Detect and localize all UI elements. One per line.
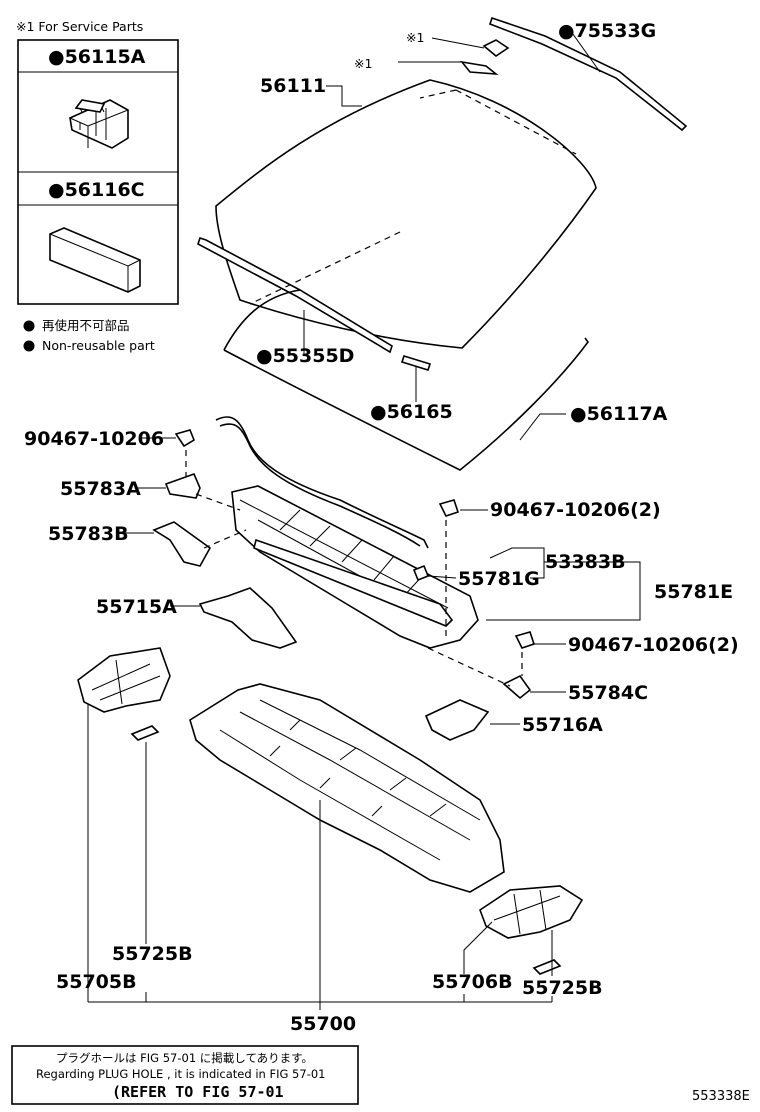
service-item-56116C: ●56116C (48, 179, 145, 201)
label-55781G: 55781G (458, 568, 540, 590)
dash-panel-assembly (77, 647, 584, 975)
label-55783B: 55783B (48, 523, 129, 545)
panel-55715A (198, 587, 298, 649)
legend: 再使用不可部品 Non-reusable part (23, 318, 155, 353)
label-53383B: 53383B (545, 551, 626, 573)
label-55706B: 55706B (432, 971, 513, 993)
label-75533G: ●75533G (558, 20, 656, 42)
label-55716A: 55716A (522, 714, 603, 736)
label-90467-a: 90467-10206 (24, 428, 164, 450)
dash-leaders (87, 704, 553, 1010)
legend-en: Non-reusable part (42, 338, 155, 353)
clip-90467-a (174, 429, 195, 448)
hood-seal (215, 416, 429, 549)
label-90467-c: 90467-10206(2) (568, 634, 739, 656)
legend-jp: 再使用不可部品 (42, 318, 130, 333)
note-line-jp: プラグホールは FIG 57-01 に掲載してあります。 (56, 1051, 313, 1065)
service-box-header: ※1 For Service Parts (16, 19, 143, 34)
bracket-55783A (164, 472, 201, 499)
gasket-55725B-left (130, 725, 160, 741)
cowl-lower-strip (253, 538, 454, 627)
note-line-en: Regarding PLUG HOLE , it is indicated in… (36, 1067, 325, 1081)
label-mark-1a: ※1 (354, 56, 372, 71)
gasket-55725B-right (532, 959, 562, 975)
stopper-56165 (400, 355, 432, 371)
label-55725B-right: 55725B (522, 977, 603, 999)
windshield-assembly (197, 16, 688, 471)
weatherstrip-56117A (223, 289, 589, 471)
bracket-55706B (479, 885, 584, 939)
label-55725B-left: 55725B (112, 943, 193, 965)
label-90467-b: 90467-10206(2) (490, 499, 661, 521)
note-box: プラグホールは FIG 57-01 に掲載してあります。 Regarding P… (11, 1045, 359, 1105)
clip-56115A-drawing (69, 99, 129, 149)
service-clip-top (482, 39, 510, 57)
label-55700: 55700 (290, 1013, 356, 1035)
label-56165: ●56165 (370, 401, 453, 423)
spacer-56116C-drawing (49, 227, 141, 293)
panel-55716A (424, 699, 490, 741)
dam-55355D (197, 236, 393, 354)
roof-moulding-75533G (488, 16, 688, 132)
label-56117A: ●56117A (570, 403, 668, 425)
diagram-code: 553338E (692, 1089, 750, 1104)
label-mark-1b: ※1 (406, 30, 424, 45)
label-55355D: ●55355D (256, 345, 354, 367)
upper-leaders (303, 29, 601, 441)
label-55715A: 55715A (96, 596, 177, 618)
bracket-55705B (77, 647, 171, 713)
dash-panel-55700 (189, 683, 505, 893)
cowl-assembly (152, 416, 536, 741)
service-item-56115A: ●56115A (48, 46, 146, 68)
clip-90467-c (514, 631, 536, 649)
label-55784C: 55784C (568, 682, 648, 704)
cowl-leaders (124, 437, 641, 725)
service-parts-box: ※1 For Service Parts ●56115A ●56116C (16, 19, 179, 305)
clip-90467-b (438, 499, 460, 517)
label-55783A: 55783A (60, 478, 141, 500)
bracket-55784C (502, 674, 532, 700)
label-56111: 56111 (260, 75, 326, 97)
bracket-55783B (152, 521, 212, 567)
label-55705B: 55705B (56, 971, 137, 993)
label-55781E: 55781E (654, 581, 733, 603)
note-line-refer: (REFER TO FIG 57-01 (112, 1083, 284, 1101)
windshield-glass-56111 (215, 79, 597, 349)
service-spacer-top (460, 60, 499, 75)
